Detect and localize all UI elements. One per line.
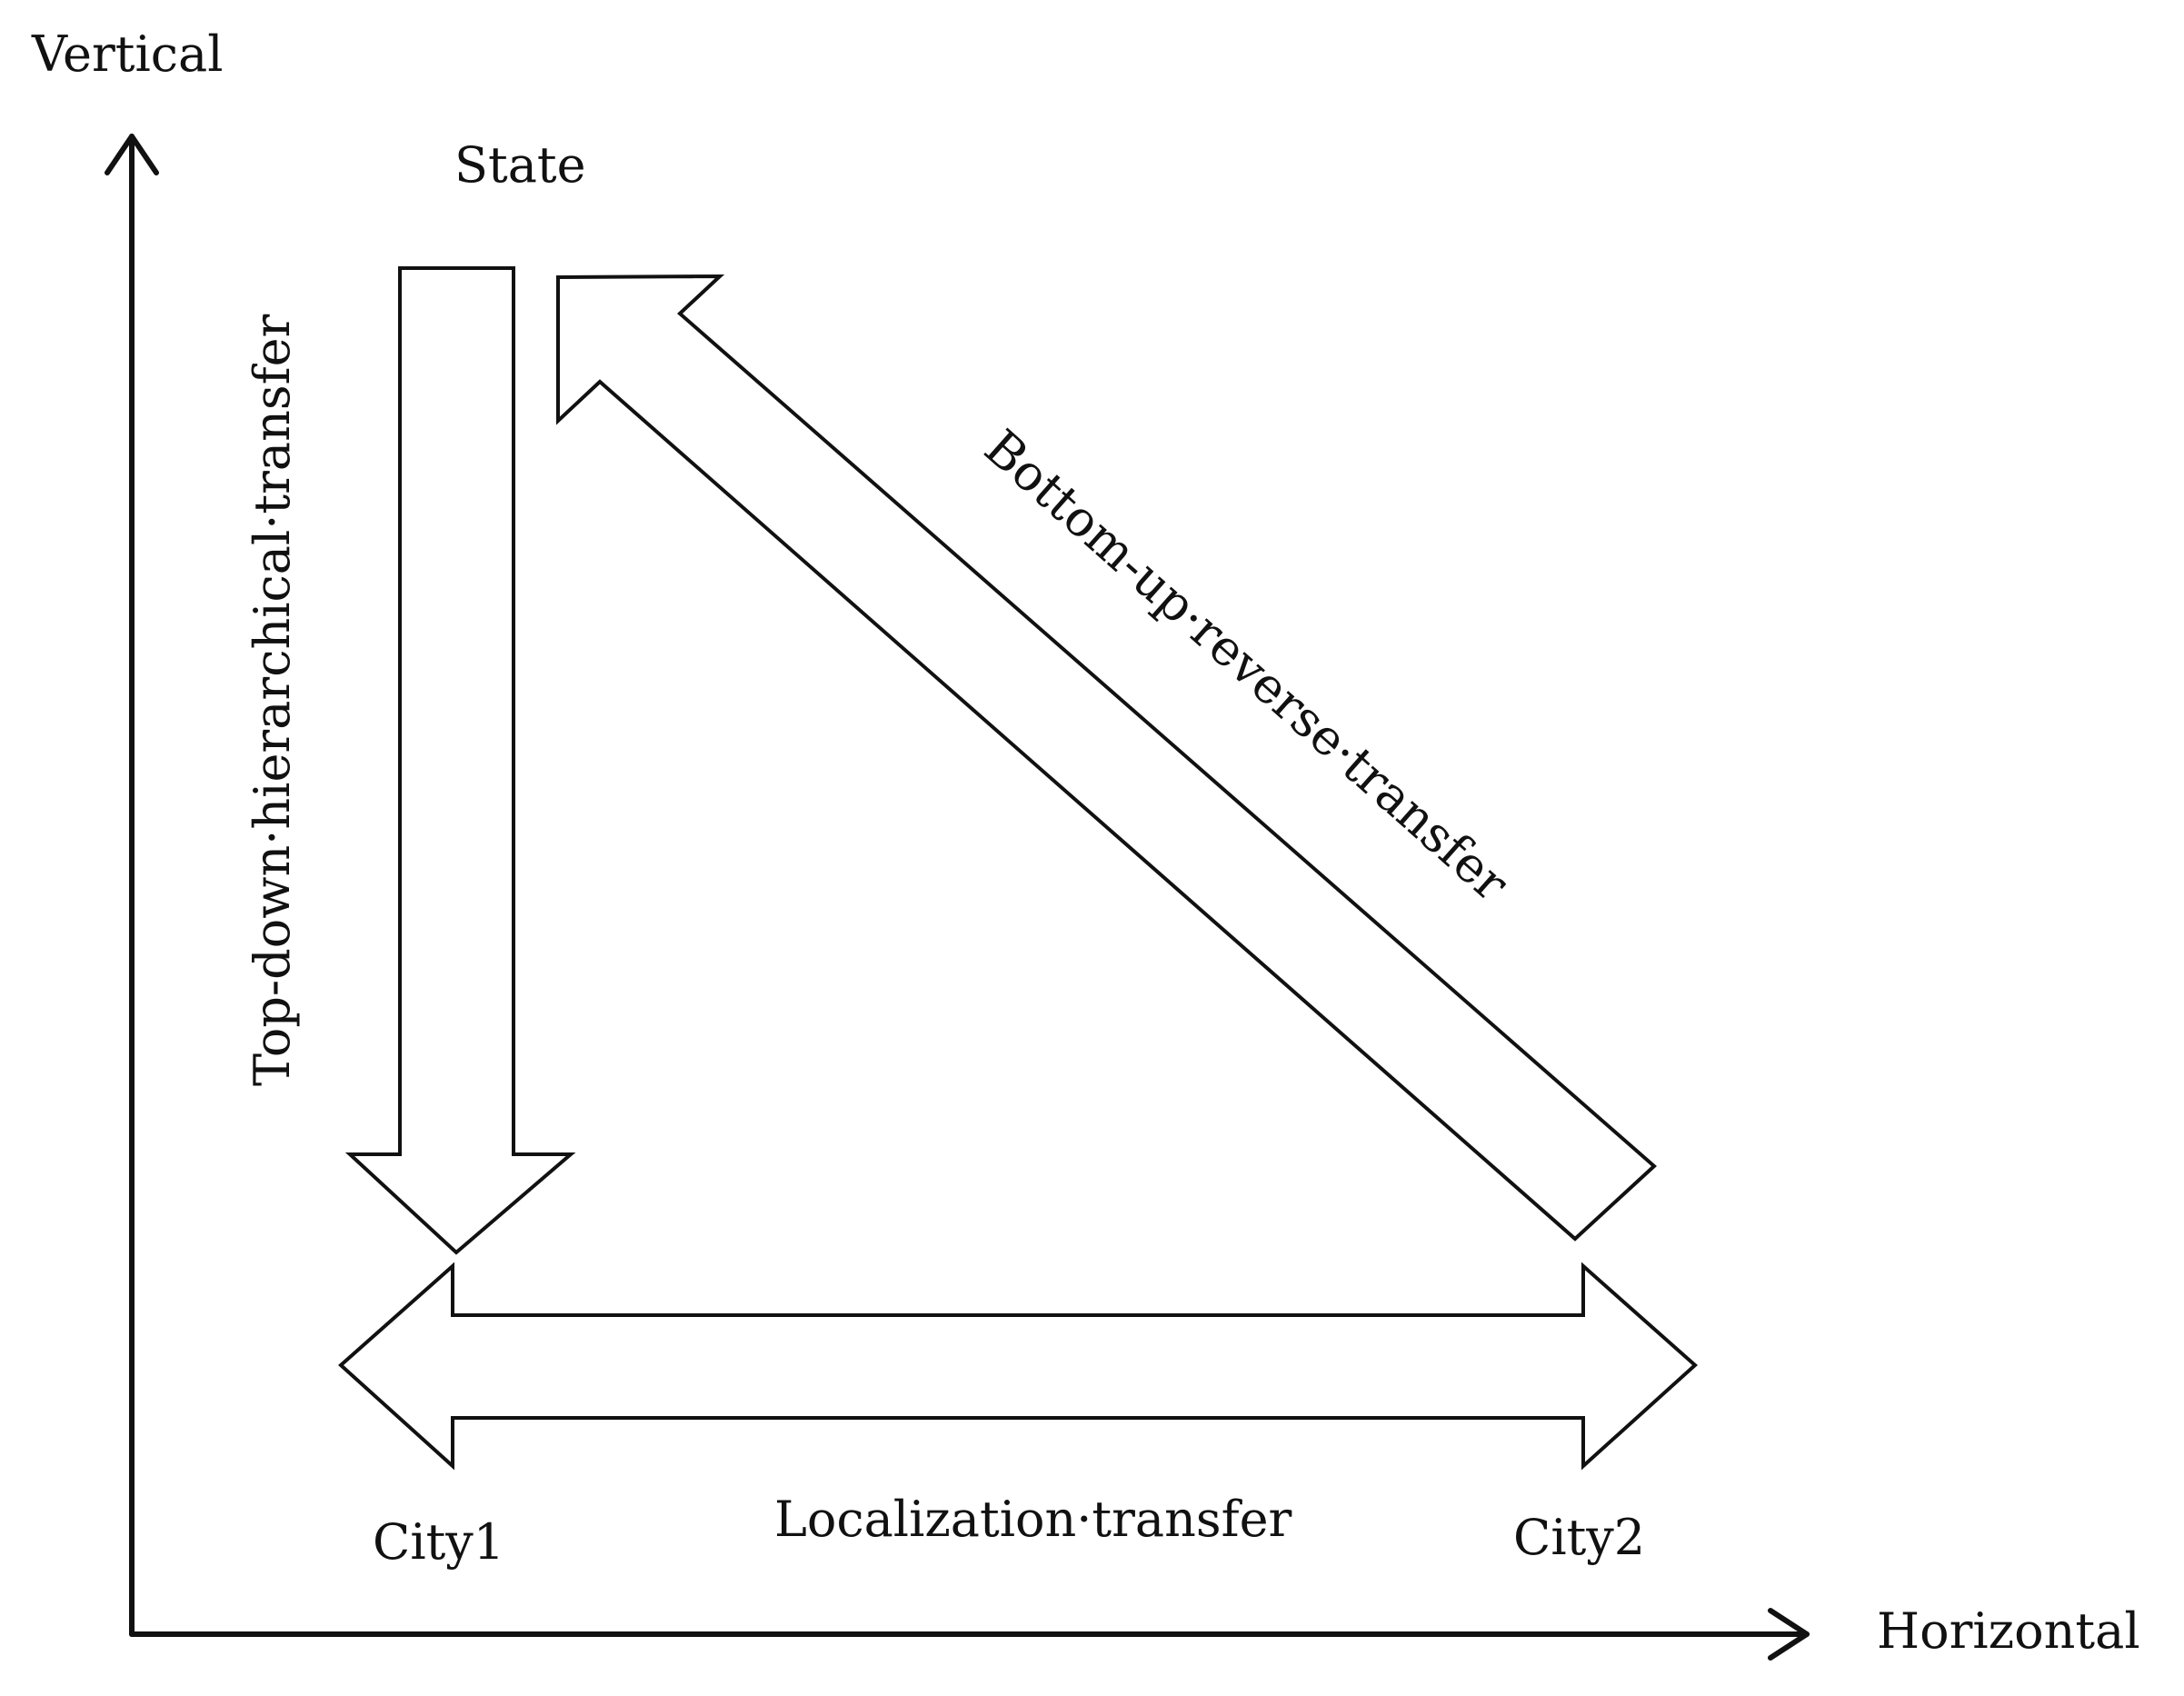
vertical-axis-label: Vertical <box>31 25 224 83</box>
localization-arrow <box>337 1262 1699 1471</box>
city1-label: City1 <box>373 1513 504 1571</box>
vertical-axis-arrowhead <box>105 134 159 175</box>
city2-label: City2 <box>1513 1509 1645 1566</box>
horizontal-axis-arrowhead <box>1768 1608 1810 1661</box>
bottom-up-arrow <box>556 274 1657 1242</box>
localization-label: Localization·transfer <box>774 1491 1292 1548</box>
top-down-arrow <box>344 266 576 1255</box>
horizontal-axis-label: Horizontal <box>1877 1602 2140 1660</box>
axes <box>105 134 1810 1661</box>
state-label: State <box>454 136 586 194</box>
top-down-label: Top-down·hierarchical·transfer <box>244 314 301 1086</box>
